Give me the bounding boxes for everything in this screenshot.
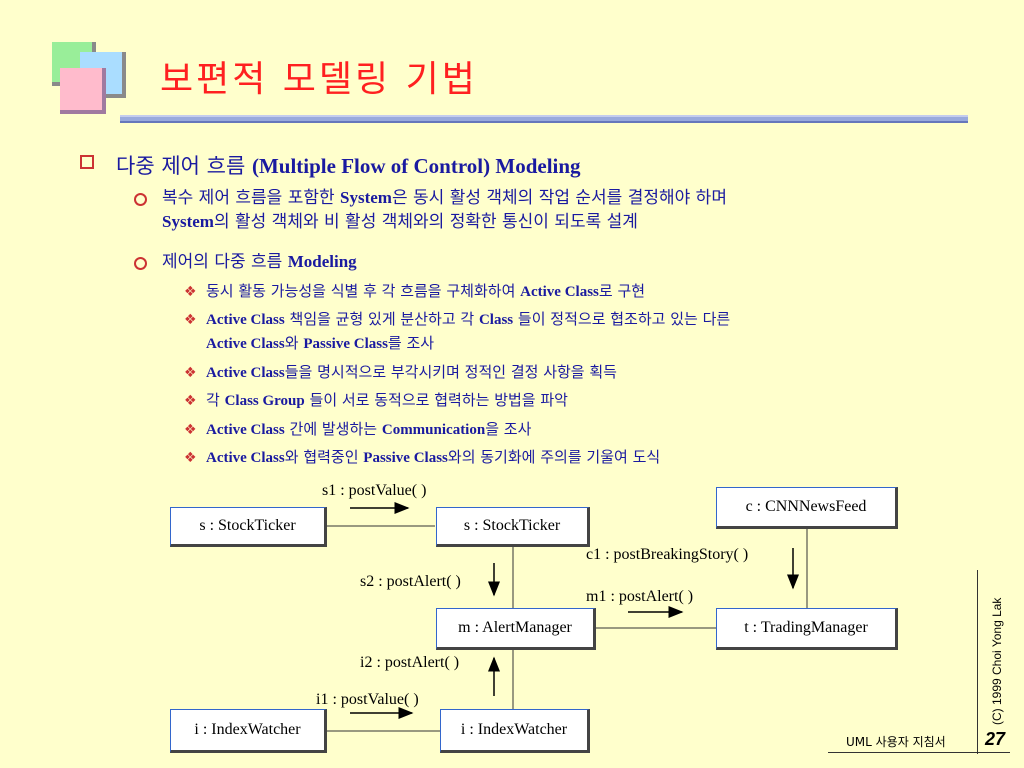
point-text: 동시 활동 가능성을 식별 후 각 흐름을 구체화하여 [206, 282, 521, 300]
point-text: 를 조사 [387, 334, 435, 352]
point-term: Active Class [520, 284, 599, 300]
msg-i1: i1 : postValue( ) [316, 691, 419, 708]
sub1-system: System [162, 212, 214, 231]
sub1-system: System [340, 188, 392, 207]
point-term: Passive Class [303, 336, 388, 352]
heading-kr: 다중 제어 흐름 [116, 154, 252, 178]
sub-point-1: 복수 제어 흐름을 포함한 System은 동시 활성 객체의 작업 순서를 결… [162, 186, 962, 234]
point-term: Passive Class [363, 450, 448, 466]
point-text: 들이 정적으로 협조하고 있는 다른 [513, 310, 731, 328]
sub1-text: 복수 제어 흐름을 포함한 [162, 188, 341, 208]
point-text: 들이 서로 동적으로 협력하는 방법을 파악 [304, 391, 568, 409]
diamond-bullet-icon: ❖ [184, 284, 197, 300]
footer-divider-vertical [977, 570, 978, 754]
point-text: 와의 동기화에 주의를 기울여 도식 [447, 448, 661, 466]
point-term: Active Class [206, 365, 285, 381]
point-term: Active Class [206, 422, 285, 438]
point-term: Communication [381, 422, 486, 438]
msg-m1: m1 : postAlert( ) [586, 588, 694, 605]
point-term: Active Class [206, 312, 285, 328]
point-text: 들을 명시적으로 부각시키며 정적인 결정 사항을 획득 [284, 363, 617, 381]
box-alertmanager: m : AlertManager [436, 608, 596, 650]
point-text: 간에 발생하는 [284, 420, 382, 438]
msg-s1: s1 : postValue( ) [322, 482, 427, 499]
point-3: Active Class들을 명시적으로 부각시키며 정적인 결정 사항을 획득 [206, 361, 617, 385]
point-term: Class Group [224, 393, 305, 409]
point-6: Active Class와 협력중인 Passive Class와의 동기화에 … [206, 446, 660, 470]
page-number: 27 [985, 729, 1006, 749]
box-stockticker-2: s : StockTicker [436, 507, 590, 547]
title-rule [120, 115, 968, 123]
diamond-bullet-icon: ❖ [184, 393, 197, 409]
page-title: 보편적 모델링 기법 [160, 59, 478, 100]
point-text: 을 조사 [485, 420, 532, 438]
point-text: 책임을 균형 있게 분산하고 각 [284, 310, 479, 328]
sub2-modeling: Modeling [287, 252, 357, 271]
point-5: Active Class 간에 발생하는 Communication을 조사 [206, 418, 531, 442]
diamond-bullet-icon: ❖ [184, 450, 197, 466]
point-2: Active Class 책임을 균형 있게 분산하고 각 Class 들이 정… [206, 308, 730, 356]
msg-s2: s2 : postAlert( ) [360, 573, 461, 590]
diamond-bullet-icon: ❖ [184, 312, 197, 328]
circle-bullet-icon [134, 193, 147, 206]
point-term: Active Class [206, 336, 285, 352]
footer-text: UML 사용자 지침서 [846, 735, 946, 749]
diamond-bullet-icon: ❖ [184, 422, 197, 438]
box-indexwatcher-1: i : IndexWatcher [170, 709, 327, 753]
sub1-text: 은 동시 활성 객체의 작업 순서를 결정해야 하며 [391, 188, 727, 208]
box-tradingmanager: t : TradingManager [716, 608, 898, 650]
point-term: Active Class [206, 450, 285, 466]
box-indexwatcher-2: i : IndexWatcher [440, 709, 590, 753]
circle-bullet-icon [134, 257, 147, 270]
sub1-text: 의 활성 객체와 비 활성 객체와의 정확한 통신이 되도록 설계 [213, 212, 638, 232]
sub2-text: 제어의 다중 흐름 [162, 252, 288, 272]
footer-divider-horizontal [828, 752, 1010, 753]
logo-square-pink [60, 68, 106, 114]
msg-c1: c1 : postBreakingStory( ) [586, 546, 749, 563]
point-text: 각 [206, 391, 225, 409]
section-heading: 다중 제어 흐름 (Multiple Flow of Control) Mode… [116, 150, 581, 180]
point-4: 각 Class Group 들이 서로 동적으로 협력하는 방법을 파악 [206, 389, 568, 413]
copyright-notice: (C) 1999 Choi Yong Lak [990, 597, 1004, 725]
point-1: 동시 활동 가능성을 식별 후 각 흐름을 구체화하여 Active Class… [206, 280, 645, 304]
point-text: 와 협력중인 [284, 448, 364, 466]
box-stockticker-1: s : StockTicker [170, 507, 327, 547]
heading-en: (Multiple Flow of Control) Modeling [251, 154, 581, 178]
diamond-bullet-icon: ❖ [184, 365, 197, 381]
msg-i2: i2 : postAlert( ) [360, 654, 460, 671]
point-text: 로 구현 [598, 282, 646, 300]
box-cnnnewsfeed: c : CNNNewsFeed [716, 487, 898, 529]
sub-point-2: 제어의 다중 흐름 Modeling [162, 250, 357, 274]
point-text: 와 [284, 334, 304, 352]
square-bullet-icon [80, 155, 94, 169]
point-term: Class [478, 312, 514, 328]
